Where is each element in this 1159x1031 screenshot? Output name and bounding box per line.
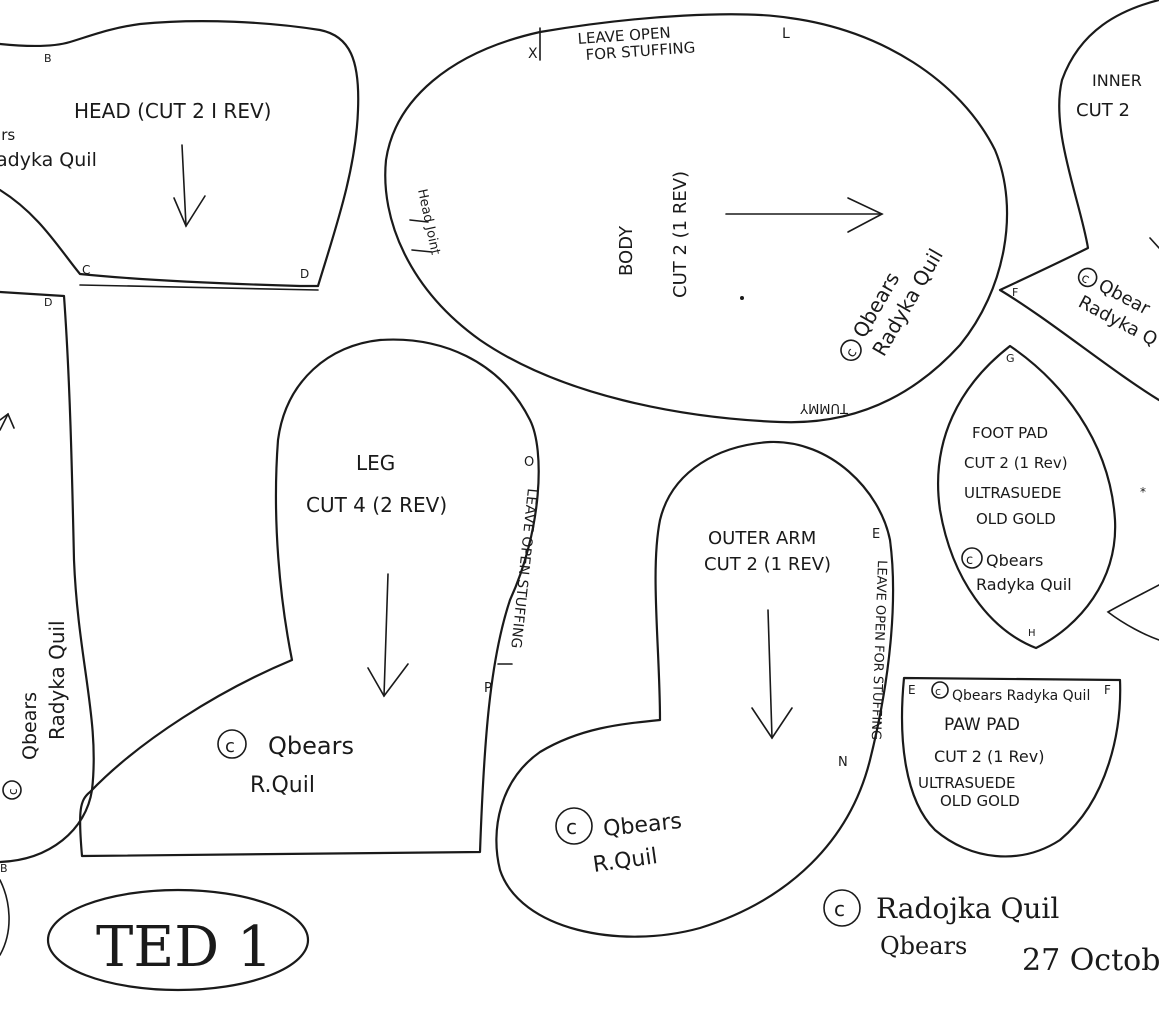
paw-title: PAW PAD: [944, 715, 1020, 735]
arm-copyright: Qbears: [602, 809, 683, 842]
arrow-up-icon: [0, 412, 15, 431]
side-copyright: Qbears: [19, 692, 41, 760]
body-mark-x: X: [528, 46, 538, 62]
outer-arm-piece: OUTER ARM CUT 2 (1 REV) E LEAVE OPEN FOR…: [495, 440, 895, 938]
arm-point-n: N: [838, 755, 848, 770]
arm-cut: CUT 2 (1 REV): [704, 554, 831, 575]
leg-maker: R.Quil: [250, 773, 315, 798]
body-tummy: TUMMY: [800, 400, 849, 415]
copyright-icon: c: [555, 807, 593, 845]
leg-piece: LEG CUT 4 (2 REV) O LEAVE OPEN STUFFING …: [78, 338, 540, 858]
head-piece: B HEAD (CUT 2 I REV) ars adyka Quil C D: [0, 20, 360, 291]
arrow-right-icon: [725, 197, 884, 233]
foot-maker: Radyka Quil: [976, 575, 1072, 594]
body-cut: CUT 2 (1 REV): [670, 171, 691, 298]
copyright-icon: c: [840, 339, 862, 362]
inner-cut: CUT 2: [1076, 100, 1130, 121]
foot-pad-piece: G FOOT PAD CUT 2 (1 Rev) ULTRASUEDE OLD …: [936, 344, 1146, 650]
label-oval: [46, 888, 310, 992]
body-name: BODY: [616, 225, 637, 276]
head-point-c: C: [82, 263, 90, 277]
footer-brand: Qbears: [880, 932, 967, 960]
paw-pad-piece: E c Qbears Radyka Quil F PAW PAD CUT 2 (…: [900, 676, 1122, 858]
leg-leave-open: LEAVE OPEN STUFFING: [507, 488, 540, 649]
paw-color: OLD GOLD: [940, 792, 1020, 810]
foot-color: OLD GOLD: [976, 510, 1056, 528]
foot-point-g: G: [1006, 352, 1015, 365]
svg-text:c: c: [834, 897, 845, 921]
copyright-icon: c: [961, 547, 983, 569]
copyright-icon: c: [217, 729, 247, 759]
leg-point-o: O: [524, 455, 534, 470]
footer-date: 27 October 2: [1022, 943, 1159, 978]
arrow-down-icon: [173, 144, 206, 228]
arm-maker: R.Quil: [591, 844, 659, 878]
arm-title: OUTER ARM: [708, 528, 816, 549]
svg-text:c: c: [966, 553, 973, 568]
side-piece: D Radyka Quil Qbears c B: [0, 290, 95, 956]
head-point-b: B: [44, 52, 52, 65]
copyright-icon: c: [931, 681, 949, 699]
footer: TED 1 c Radojka Quil Qbears 27 October 2: [46, 888, 1159, 992]
leg-cut: CUT 4 (2 REV): [306, 493, 447, 517]
foot-material: ULTRASUEDE: [964, 484, 1062, 502]
arm-point-e: E: [872, 527, 880, 542]
paw-point-e: E: [908, 683, 916, 697]
arrow-down-icon: [367, 573, 409, 698]
svg-text:c: c: [6, 788, 20, 795]
foot-cut: CUT 2 (1 Rev): [964, 454, 1068, 472]
head-copyright: ars: [0, 126, 15, 144]
body-copyright-block: c Qbears Radyka Quil: [840, 244, 948, 362]
footer-maker: Radojka Quil: [876, 892, 1059, 925]
paw-cut: CUT 2 (1 Rev): [934, 747, 1044, 766]
svg-text:c: c: [225, 736, 235, 757]
leg-point-p: P: [484, 681, 492, 696]
arm-leave-open: LEAVE OPEN FOR STUFFING: [868, 560, 889, 740]
side-point-b: B: [0, 862, 8, 875]
paw-point-f: F: [1104, 683, 1111, 697]
side-maker: Radyka Quil: [45, 620, 69, 740]
paw-copyright-line: Qbears Radyka Quil: [952, 688, 1090, 704]
leg-title: LEG: [356, 451, 395, 475]
head-maker: adyka Quil: [0, 149, 97, 171]
foot-point-h: H: [1028, 628, 1036, 639]
inner-title: INNER: [1092, 71, 1142, 90]
inner-piece: INNER CUT 2 F c Qbear Radyka Q: [998, 0, 1159, 641]
inner-point-f: F: [1012, 286, 1018, 299]
foot-copyright: Qbears: [986, 551, 1043, 570]
body-mark-l: L: [782, 26, 790, 42]
body-piece: X LEAVE OPEN FOR STUFFING L BODY CUT 2 (…: [384, 13, 1009, 424]
svg-text:*: *: [1140, 485, 1146, 499]
head-title: HEAD (CUT 2 I REV): [74, 99, 271, 123]
svg-text:c: c: [566, 815, 577, 839]
pattern-label: TED 1: [96, 915, 273, 980]
paw-material: ULTRASUEDE: [918, 774, 1016, 792]
arrow-down-icon: [751, 609, 793, 740]
leg-copyright: Qbears: [268, 732, 354, 760]
foot-title: FOOT PAD: [972, 424, 1048, 442]
inner-copyright-block: c Qbear Radyka Q: [1075, 267, 1159, 351]
svg-text:c: c: [935, 685, 941, 698]
copyright-icon: c: [823, 889, 861, 927]
side-point-d: D: [44, 296, 52, 309]
head-point-d: D: [300, 267, 309, 281]
